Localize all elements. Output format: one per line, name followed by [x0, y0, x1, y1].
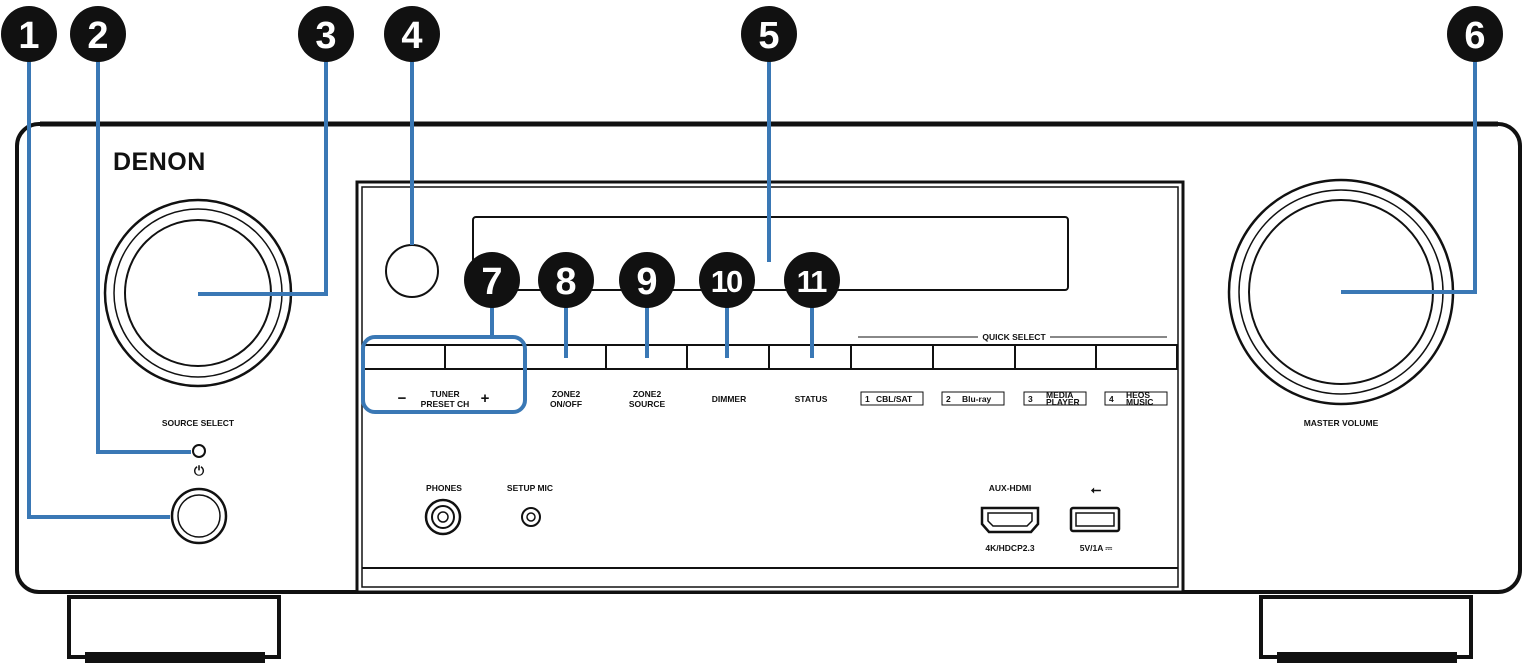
source-select-label: SOURCE SELECT — [162, 418, 235, 428]
leader-line-2 — [96, 44, 191, 454]
tuner-minus-label: − — [398, 390, 407, 407]
phones-jack[interactable] — [424, 498, 462, 536]
svg-text:1: 1 — [18, 15, 39, 57]
callout-5: 5 — [741, 6, 797, 62]
zone2-onoff-label-line1: ZONE2 — [552, 389, 581, 399]
leader-line-3 — [198, 44, 328, 296]
dimmer-label: DIMMER — [712, 394, 746, 404]
status-label: STATUS — [795, 394, 828, 404]
svg-text:9: 9 — [636, 261, 657, 303]
phones-label: PHONES — [426, 483, 462, 493]
callout-7: 7 — [464, 252, 520, 308]
svg-text:3: 3 — [315, 15, 336, 57]
setup-mic-jack[interactable] — [521, 507, 541, 527]
usb-port[interactable] — [1069, 506, 1121, 533]
svg-text:6: 6 — [1464, 15, 1485, 57]
svg-text:7: 7 — [481, 261, 502, 303]
leader-line-1 — [27, 44, 170, 519]
tuner-highlight — [361, 335, 527, 414]
callout-1: 1 — [1, 6, 57, 62]
svg-text:HEOS: HEOS — [1126, 390, 1150, 400]
aux-hdmi-port[interactable] — [980, 506, 1040, 534]
power-indicator — [192, 444, 206, 458]
quick-select-label: QUICK SELECT — [982, 332, 1046, 342]
callout-10: 10 — [699, 252, 755, 308]
svg-text:3: 3 — [1028, 394, 1033, 404]
left-foot — [67, 595, 281, 663]
quick-select-4-label: 4 HEOS MUSIC — [1104, 390, 1168, 407]
zone2-source-label-line1: ZONE2 — [633, 389, 662, 399]
svg-text:Blu-ray: Blu-ray — [962, 394, 992, 404]
svg-text:10: 10 — [711, 264, 742, 299]
svg-text:11: 11 — [797, 264, 828, 299]
leader-line-6 — [1341, 44, 1477, 294]
svg-text:MUSIC: MUSIC — [1126, 397, 1153, 407]
brand-logo: DENON — [113, 148, 206, 176]
master-volume-label: MASTER VOLUME — [1304, 418, 1379, 428]
svg-text:5: 5 — [758, 15, 779, 57]
tuner-plus-label: + — [481, 390, 490, 407]
tuner-label-line2: PRESET CH — [421, 399, 470, 409]
callout-4: 4 — [384, 6, 440, 62]
setup-mic-label: SETUP MIC — [507, 483, 553, 493]
power-symbol-icon: ⏻ — [194, 463, 205, 478]
quick-select-3-label: 3 MEDIA PLAYER — [1023, 390, 1087, 407]
zone2-onoff-label-line2: ON/OFF — [550, 399, 582, 409]
svg-text:8: 8 — [555, 261, 576, 303]
usb-icon: ⭠ — [1091, 482, 1102, 497]
callout-11: 11 — [784, 252, 840, 308]
svg-text:MEDIA: MEDIA — [1046, 390, 1073, 400]
remote-sensor — [385, 244, 439, 298]
svg-text:4: 4 — [1109, 394, 1114, 404]
zone2-source-label-line2: SOURCE — [629, 399, 666, 409]
quick-select-4-button[interactable] — [1095, 344, 1178, 370]
tuner-label-line1: TUNER — [430, 389, 459, 399]
svg-text:2: 2 — [946, 394, 951, 404]
callout-3: 3 — [298, 6, 354, 62]
hdcp-label: 4K/HDCP2.3 — [985, 543, 1034, 553]
quick-select-2-label: 2 Blu-ray — [941, 391, 1005, 406]
usb-power-label: 5V/1A ⎓ — [1080, 543, 1114, 553]
svg-text:CBL/SAT: CBL/SAT — [876, 394, 913, 404]
aux-hdmi-label: AUX-HDMI — [989, 483, 1032, 493]
callout-9: 9 — [619, 252, 675, 308]
svg-text:PLAYER: PLAYER — [1046, 397, 1080, 407]
svg-text:1: 1 — [865, 394, 870, 404]
callout-8: 8 — [538, 252, 594, 308]
quick-select-1-label: 1 CBL/SAT — [860, 391, 924, 406]
svg-text:2: 2 — [87, 15, 108, 57]
svg-text:4: 4 — [401, 15, 422, 57]
right-foot — [1259, 595, 1473, 663]
power-button[interactable] — [170, 487, 228, 545]
button-row — [363, 344, 1178, 370]
callout-6: 6 — [1447, 6, 1503, 62]
callout-2: 2 — [70, 6, 126, 62]
